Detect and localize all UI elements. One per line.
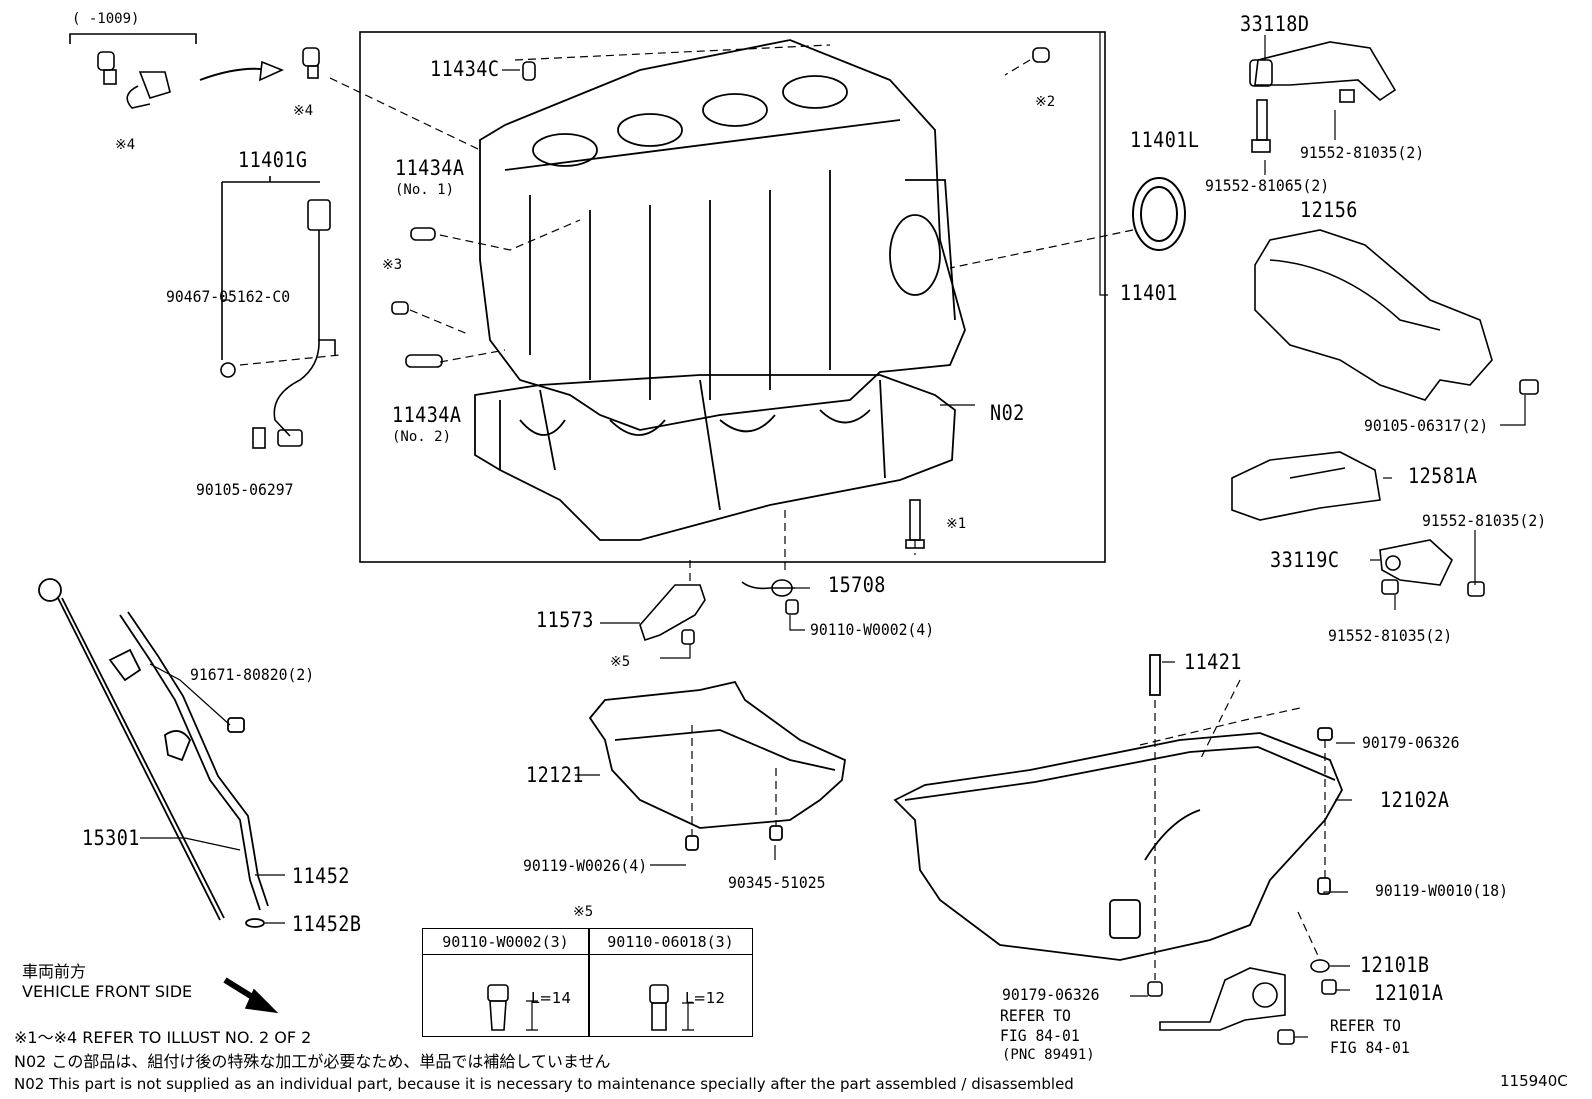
- callout-91671-80820: 91671-80820(2): [190, 665, 315, 684]
- marker-ref4-b: ※4: [293, 103, 314, 119]
- n02-note-en: N02 This part is not supplied as an indi…: [14, 1075, 1074, 1093]
- strainer-15708: [741, 579, 799, 615]
- block-assembly-frame: [359, 31, 1106, 563]
- marker-ref4-a: ※4: [115, 137, 136, 153]
- marker-ref1: ※1: [946, 516, 967, 532]
- figure-id: 115940C: [1500, 1072, 1568, 1090]
- callout-12101B: 12101B: [1360, 953, 1430, 977]
- spec-col2-length: L=12: [685, 989, 726, 1007]
- marker-ref5-table: ※5: [573, 904, 594, 920]
- callout-12121: 12121: [526, 763, 584, 787]
- callout-11452B: 11452B: [292, 912, 362, 936]
- refer-right-line2: FIG 84-01: [1330, 1038, 1410, 1057]
- refer-left-line3: (PNC 89491): [1002, 1047, 1095, 1063]
- callout-90119-W0026: 90119-W0026(4): [523, 856, 648, 875]
- callout-15708: 15708: [828, 573, 886, 597]
- callout-90467-05162-C0: 90467-05162-C0: [166, 287, 291, 306]
- callout-11434A-no1-sub: (No. 1): [395, 182, 455, 198]
- vehicle-front-label-en: VEHICLE FRONT SIDE: [22, 982, 193, 1001]
- bracket-33118D: [1249, 41, 1397, 153]
- oil-pan-12121: [588, 680, 846, 851]
- callout-11401L: 11401L: [1130, 128, 1200, 152]
- marker-ref3: ※3: [382, 257, 403, 273]
- callout-12101A: 12101A: [1374, 981, 1444, 1005]
- marker-ref5: ※5: [610, 654, 631, 670]
- callout-90105-06317: 90105-06317(2): [1364, 416, 1489, 435]
- oil-seal: [1132, 177, 1186, 251]
- dowel-pins: [391, 47, 1050, 368]
- baffle-plate-12156: [1254, 229, 1539, 401]
- dashed-alignment-lines: [239, 44, 1326, 980]
- leader-lines: [140, 32, 1526, 1038]
- callout-11401G: 11401G: [238, 148, 308, 172]
- drain-plug-assembly: [1147, 959, 1337, 1045]
- callout-12102A: 12102A: [1380, 788, 1450, 812]
- marker-ref2: ※2: [1035, 94, 1056, 110]
- refer-right-line1: REFER TO: [1330, 1016, 1401, 1035]
- oil-pan-12102A: [893, 654, 1343, 961]
- n02-note-jp: N02 この部品は、組付け後の特殊な加工が必要なため、単品では補給していません: [14, 1052, 611, 1071]
- callout-91552-81035-bot: 91552-81035(2): [1328, 626, 1453, 645]
- cylinder-block: [479, 39, 966, 431]
- spec-col2-part: 90110-06018(3): [589, 929, 752, 955]
- spec-col1-length: L=14: [531, 989, 572, 1007]
- bolt-spec-table: 90110-W0002(3) 90110-06018(3) L=14 L=12: [422, 928, 753, 1037]
- spec-table-bolts: [487, 984, 694, 1031]
- callout-90110-W0002: 90110-W0002(4): [810, 620, 935, 639]
- callout-11401: 11401: [1120, 281, 1178, 305]
- callout-11434A-no1: 11434A: [395, 156, 465, 180]
- callout-91552-81035-top: 91552-81035(2): [1300, 143, 1425, 162]
- refer-left-line1: REFER TO: [1000, 1006, 1071, 1025]
- spec-divider: [588, 929, 590, 1036]
- callout-91552-81035-mid: 91552-81035(2): [1422, 511, 1547, 530]
- callout-33118D: 33118D: [1240, 12, 1310, 36]
- range-bracket: [69, 33, 197, 44]
- callout-90345-51025: 90345-51025: [728, 873, 826, 892]
- callout-91552-81065: 91552-81065(2): [1205, 176, 1330, 195]
- callout-90105-06297: 90105-06297: [196, 480, 294, 499]
- sensor-wire-assembly: [220, 176, 336, 449]
- callout-N02: N02: [990, 401, 1025, 425]
- callout-90179-06326-bot: 90179-06326: [1002, 985, 1100, 1004]
- callout-90179-06326-top: 90179-06326: [1362, 733, 1460, 752]
- spec-col1-part: 90110-W0002(3): [423, 929, 588, 955]
- callout-90119-W0010: 90119-W0010(18): [1375, 881, 1508, 900]
- callout-11421: 11421: [1184, 650, 1242, 674]
- knock-sensor-group: [97, 47, 320, 109]
- dipstick-15301: [38, 578, 225, 921]
- refer-illust-note: ※1～※4 REFER TO ILLUST NO. 2 OF 2: [14, 1028, 312, 1047]
- insulator-12581A: [1231, 451, 1381, 521]
- callout-11434A-no2-sub: (No. 2): [392, 429, 452, 445]
- callout-11434C: 11434C: [430, 57, 500, 81]
- callout-15301: 15301: [82, 826, 140, 850]
- range-marker-1009: ( -1009): [72, 11, 140, 27]
- vehicle-front-label-jp: 車両前方: [22, 962, 87, 981]
- callout-12581A: 12581A: [1408, 464, 1478, 488]
- callout-12156: 12156: [1300, 198, 1358, 222]
- callout-11434A-no2: 11434A: [392, 403, 462, 427]
- bracket-33119C: [1379, 539, 1485, 597]
- dipstick-guide-11452: [108, 611, 269, 928]
- bracket-11573: [639, 584, 706, 645]
- refer-left-line2: FIG 84-01: [1000, 1026, 1080, 1045]
- crankcase-lower-block: [474, 374, 956, 541]
- vehicle-front-arrow-icon: [223, 977, 279, 1014]
- callout-11573: 11573: [536, 608, 594, 632]
- callout-33119C: 33119C: [1270, 548, 1340, 572]
- callout-11452: 11452: [292, 864, 350, 888]
